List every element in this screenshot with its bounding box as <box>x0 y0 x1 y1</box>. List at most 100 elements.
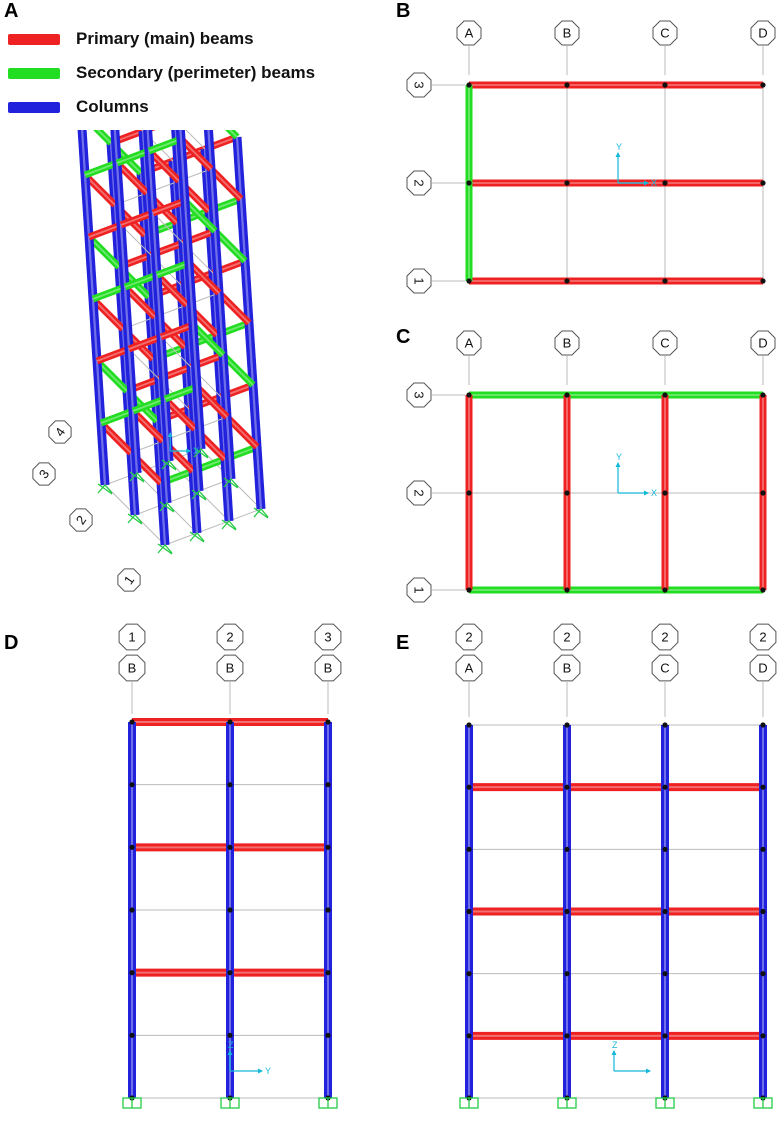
plan-c-node <box>662 392 668 398</box>
iso-support <box>193 447 209 459</box>
iso-primary-beam <box>216 290 252 326</box>
plan-c-axis-label-right: X <box>651 488 657 498</box>
elev-d-axis-label-up: Z <box>228 1040 234 1050</box>
plan-b-grid-bubble-col <box>554 20 580 46</box>
elev-d-node <box>325 907 331 913</box>
plan-c-grid-label-row: 1 <box>412 586 427 593</box>
elev-e-grid-bubble-top <box>553 623 581 651</box>
legend-swatch-columns <box>8 101 60 113</box>
iso-support <box>221 519 237 531</box>
elev-e-node <box>662 971 668 977</box>
elev-e-node <box>662 1033 668 1039</box>
elev-e-node <box>662 846 668 852</box>
iso-secondary-beam <box>91 283 127 303</box>
iso-primary-beam <box>87 221 123 241</box>
plan-b-node <box>564 180 570 186</box>
elev-d-node <box>129 782 135 788</box>
plan-b-grid-label-col: A <box>465 26 474 41</box>
elev-d-grid-bubble-top <box>118 623 146 651</box>
elev-d-node <box>227 844 233 850</box>
plan-c-grid-bubble-col <box>554 330 580 356</box>
elev-e-support <box>459 1097 479 1109</box>
elev-e-node <box>760 784 766 790</box>
iso-primary-beam <box>82 172 118 208</box>
iso-primary-beam <box>224 414 260 450</box>
elev-e-support <box>655 1097 675 1109</box>
elev-e-node <box>466 908 472 915</box>
iso-secondary-beam <box>123 271 159 291</box>
iso-secondary-beam <box>182 198 218 234</box>
elev-d-axis-arrow-up <box>227 1050 233 1055</box>
legend-item-secondary: Secondary (perimeter) beams <box>8 56 315 90</box>
plan-b-node <box>466 180 472 186</box>
elev-d-axis-label-right: Y <box>265 1066 271 1076</box>
elev-d-grid-bubble-top <box>216 623 244 651</box>
iso-primary-beam <box>186 260 222 296</box>
elev-d-grid-bubble-bottom <box>216 654 244 682</box>
elev-e-support <box>557 1097 577 1109</box>
elev-e-grid-bubble-bottom <box>455 654 483 682</box>
elev-d-grid-label-bottom: B <box>324 661 333 676</box>
panel-letter-c: C <box>396 326 411 348</box>
plan-c-grid-label-row: 2 <box>412 489 427 496</box>
plan-b-grid-label-col: C <box>660 26 669 41</box>
iso-primary-beam <box>159 321 195 341</box>
plan-b-axis-arrow-up <box>615 152 621 157</box>
elev-e-node <box>760 846 766 852</box>
plan-c-node <box>564 587 570 593</box>
elev-d-node <box>325 1032 331 1038</box>
elev-d-node <box>129 844 135 850</box>
elev-d-node <box>227 719 233 725</box>
elev-e-node <box>564 908 570 915</box>
elev-d-grid-label-bottom: B <box>226 661 235 676</box>
panel-letter-a: A <box>4 0 19 22</box>
elev-e-node <box>564 1033 570 1039</box>
elev-d-grid-label-top: 2 <box>226 630 233 645</box>
elev-e-grid-bubble-top <box>749 623 777 651</box>
elev-e-grid-label-bottom: C <box>660 661 669 676</box>
plan-b-grid-bubble-col <box>652 20 678 46</box>
plan-c-grid-label-col: B <box>563 336 572 351</box>
iso-secondary-beam <box>163 383 199 403</box>
plan-b-node <box>466 82 472 88</box>
iso-axis-arrow-up <box>167 432 173 437</box>
iso-secondary-beam <box>155 259 191 279</box>
iso-primary-beam <box>178 136 214 172</box>
plan-b-node <box>760 180 766 186</box>
plan-c-node <box>466 392 472 398</box>
plan-b-node <box>466 278 472 284</box>
plan-c-node <box>760 490 766 496</box>
iso-primary-beam <box>122 284 158 320</box>
elev-e-grid-label-top: 2 <box>465 630 472 645</box>
plan-c-axis-arrow-up <box>615 462 621 467</box>
iso-base-grid <box>104 448 202 486</box>
plan-c-node <box>466 587 472 593</box>
plan-b-node <box>564 278 570 284</box>
elev-e-node <box>564 846 570 852</box>
legend-swatch-secondary <box>8 67 60 79</box>
elev-e-node <box>564 722 570 728</box>
plan-b-axis-arrow-right <box>644 180 649 186</box>
plan-b-grid-label-row: 2 <box>412 179 427 186</box>
iso-support <box>129 471 145 483</box>
elev-d-node <box>227 1032 233 1038</box>
iso-primary-beam <box>154 272 190 308</box>
plan-b-axis-label-up: Y <box>616 142 622 152</box>
elev-d-node <box>129 907 135 913</box>
elev-d-node <box>325 844 331 850</box>
elev-e-grid-label-bottom: D <box>758 661 767 676</box>
plan-b-node <box>760 278 766 284</box>
iso-support <box>157 543 173 555</box>
iso-axis-arrow-right <box>186 448 192 454</box>
elev-e-grid-label-bottom: B <box>563 661 572 676</box>
legend-label-secondary: Secondary (perimeter) beams <box>76 63 316 82</box>
elev-e-node <box>662 784 668 790</box>
elev-e-grid-label-top: 2 <box>759 630 766 645</box>
iso-secondary-beam <box>220 352 256 388</box>
legend-item-primary: Primary (main) beams <box>8 22 315 56</box>
iso-primary-beam <box>119 209 155 229</box>
iso-support <box>191 489 207 501</box>
plan-c-grid-bubble-col <box>456 330 482 356</box>
